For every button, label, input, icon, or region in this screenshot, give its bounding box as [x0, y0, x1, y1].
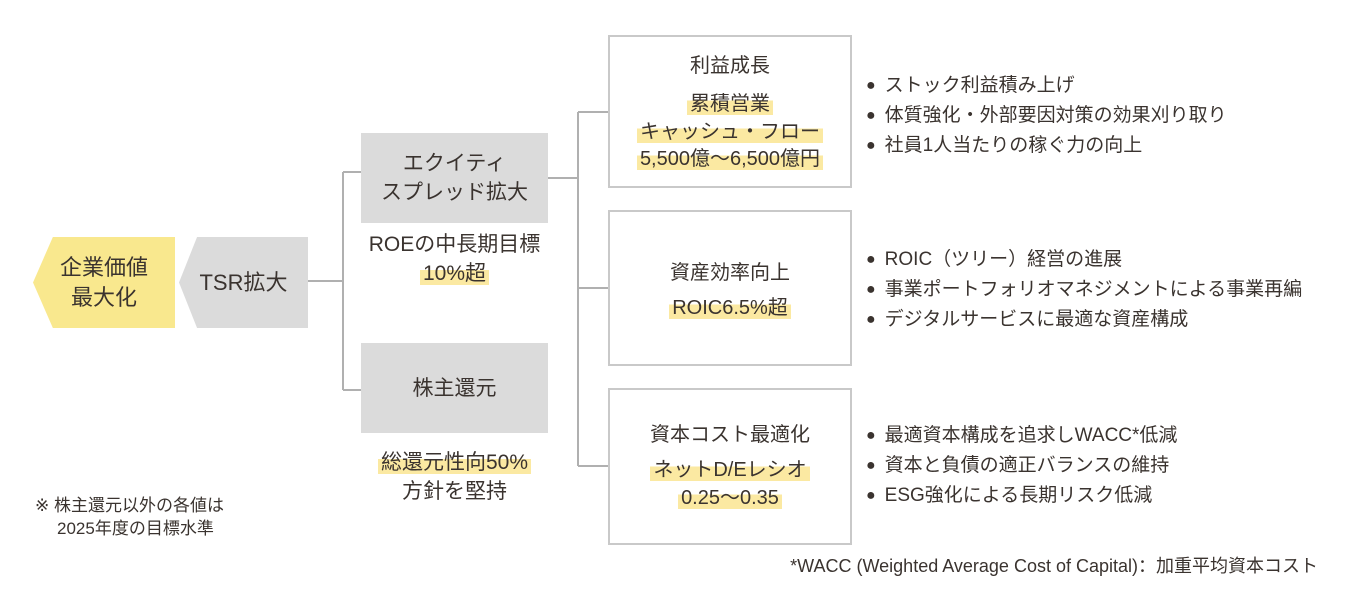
bullet-icon: ● [866, 107, 876, 124]
bullet-list-capital-cost: ● 最適資本構成を追求しWACC*低減 ● 資本と負債の適正バランスの維持 ● ESG… [866, 421, 1177, 511]
bullet-text: 社員1人当たりの稼ぐ力の向上 [884, 135, 1143, 156]
target-highlight: ROIC6.5%超 [669, 297, 791, 319]
target-highlight: ネットD/Eレシオ [650, 459, 810, 481]
target-box-capital-cost: 資本コスト最適化 ネットD/Eレシオ 0.25〜0.35 [608, 388, 852, 545]
payout-policy-note: 総還元性向50% 方針を堅持 [341, 448, 568, 506]
bullet-text: 最適資本構成を追求しWACC*低減 [884, 425, 1178, 446]
list-item: ● 事業ポートフォリオマネジメントによる事業再編 [866, 275, 1302, 305]
target-highlight: 累積営業 [687, 93, 773, 115]
target-highlight: キャッシュ・フロー [637, 120, 823, 143]
bullet-list-asset-efficiency: ●ROIC（ツリー）経営の進展 ●事業ポートフォリオマネジメントによる事業再編 … [866, 245, 1302, 335]
footnote-wacc-definition: *WACC (Weighted Average Cost of Capital)… [790, 556, 1318, 576]
footnote-left-line2: 2025年度の目標水準 [57, 519, 214, 538]
equity-label-line2: スプレッド拡大 [381, 181, 528, 204]
list-item: ● デジタルサービスに最適な資産構成 [866, 305, 1302, 335]
list-item: ● 資本と負債の適正バランスの維持 [866, 451, 1177, 481]
strategy-box-shareholder-return: 株主還元 [361, 343, 548, 433]
bullet-text: ROIC（ツリー）経営の進展 [884, 249, 1123, 270]
bullet-icon: ● [866, 311, 876, 328]
tsr-shape: TSR拡大 [179, 237, 308, 328]
roe-note-highlight: 10%超 [419, 262, 490, 285]
roe-target-note: ROEの中長期目標 10%超 [341, 230, 568, 288]
target-title: 資産効率向上 [670, 262, 790, 284]
bullet-text: ストック利益積み上げ [884, 75, 1075, 96]
bullet-icon: ● [866, 487, 876, 504]
tsr-label: TSR拡大 [199, 269, 288, 295]
footnote-left-line1: ※ 株主還元以外の各値は [35, 496, 224, 515]
bullet-icon: ● [866, 251, 876, 268]
target-box-asset-efficiency: 資産効率向上 ROIC6.5%超 [608, 210, 852, 366]
target-title: 資本コスト最適化 [650, 424, 810, 446]
bullet-text: 事業ポートフォリオマネジメントによる事業再編 [884, 279, 1303, 300]
shareholder-label: 株主還元 [412, 376, 497, 400]
bullet-icon: ● [866, 77, 876, 94]
bullet-text: デジタルサービスに最適な資産構成 [884, 309, 1189, 330]
strategy-box-equity-spread: エクイティ スプレッド拡大 [361, 133, 548, 223]
payout-note-highlight: 総還元性向50% [377, 451, 532, 474]
list-item: ● 体質強化・外部要因対策の効果刈り取り [866, 101, 1227, 131]
bullet-icon: ● [866, 137, 876, 154]
list-item: ● 社員1人当たりの稼ぐ力の向上 [866, 131, 1227, 161]
target-title: 利益成長 [690, 55, 770, 77]
bullet-list-profit-growth: ● ストック利益積み上げ ● 体質強化・外部要因対策の効果刈り取り ● 社員1人当たり… [866, 71, 1227, 161]
target-highlight: 5,500億〜6,500億円 [636, 148, 824, 170]
goal-label-line1: 企業価値 [59, 254, 148, 280]
equity-label-line1: エクイティ [402, 152, 507, 175]
goal-label-line2: 最大化 [70, 284, 137, 310]
goal-shape: 企業価値 最大化 [33, 237, 175, 328]
target-box-profit-growth: 利益成長 累積営業 キャッシュ・フロー 5,500億〜6,500億円 [608, 35, 852, 188]
bullet-text: 体質強化・外部要因対策の効果刈り取り [884, 105, 1227, 126]
list-item: ● ESG強化による長期リスク低減 [866, 481, 1177, 511]
list-item: ● ROIC（ツリー）経営の進展 [866, 245, 1302, 275]
payout-note-line2: 方針を堅持 [402, 480, 507, 503]
roe-note-line1: ROEの中長期目標 [368, 233, 541, 256]
list-item: ● ストック利益積み上げ [866, 71, 1227, 101]
list-item: ● 最適資本構成を追求しWACC*低減 [866, 421, 1177, 451]
bullet-text: ESG強化による長期リスク低減 [884, 485, 1153, 506]
bullet-icon: ● [866, 457, 876, 474]
target-highlight: 0.25〜0.35 [678, 486, 782, 509]
bullet-icon: ● [866, 427, 876, 444]
bullet-text: 資本と負債の適正バランスの維持 [884, 455, 1170, 476]
footnote-target-levels: ※ 株主還元以外の各値は 2025年度の目標水準 [35, 494, 224, 540]
bullet-icon: ● [866, 281, 876, 298]
